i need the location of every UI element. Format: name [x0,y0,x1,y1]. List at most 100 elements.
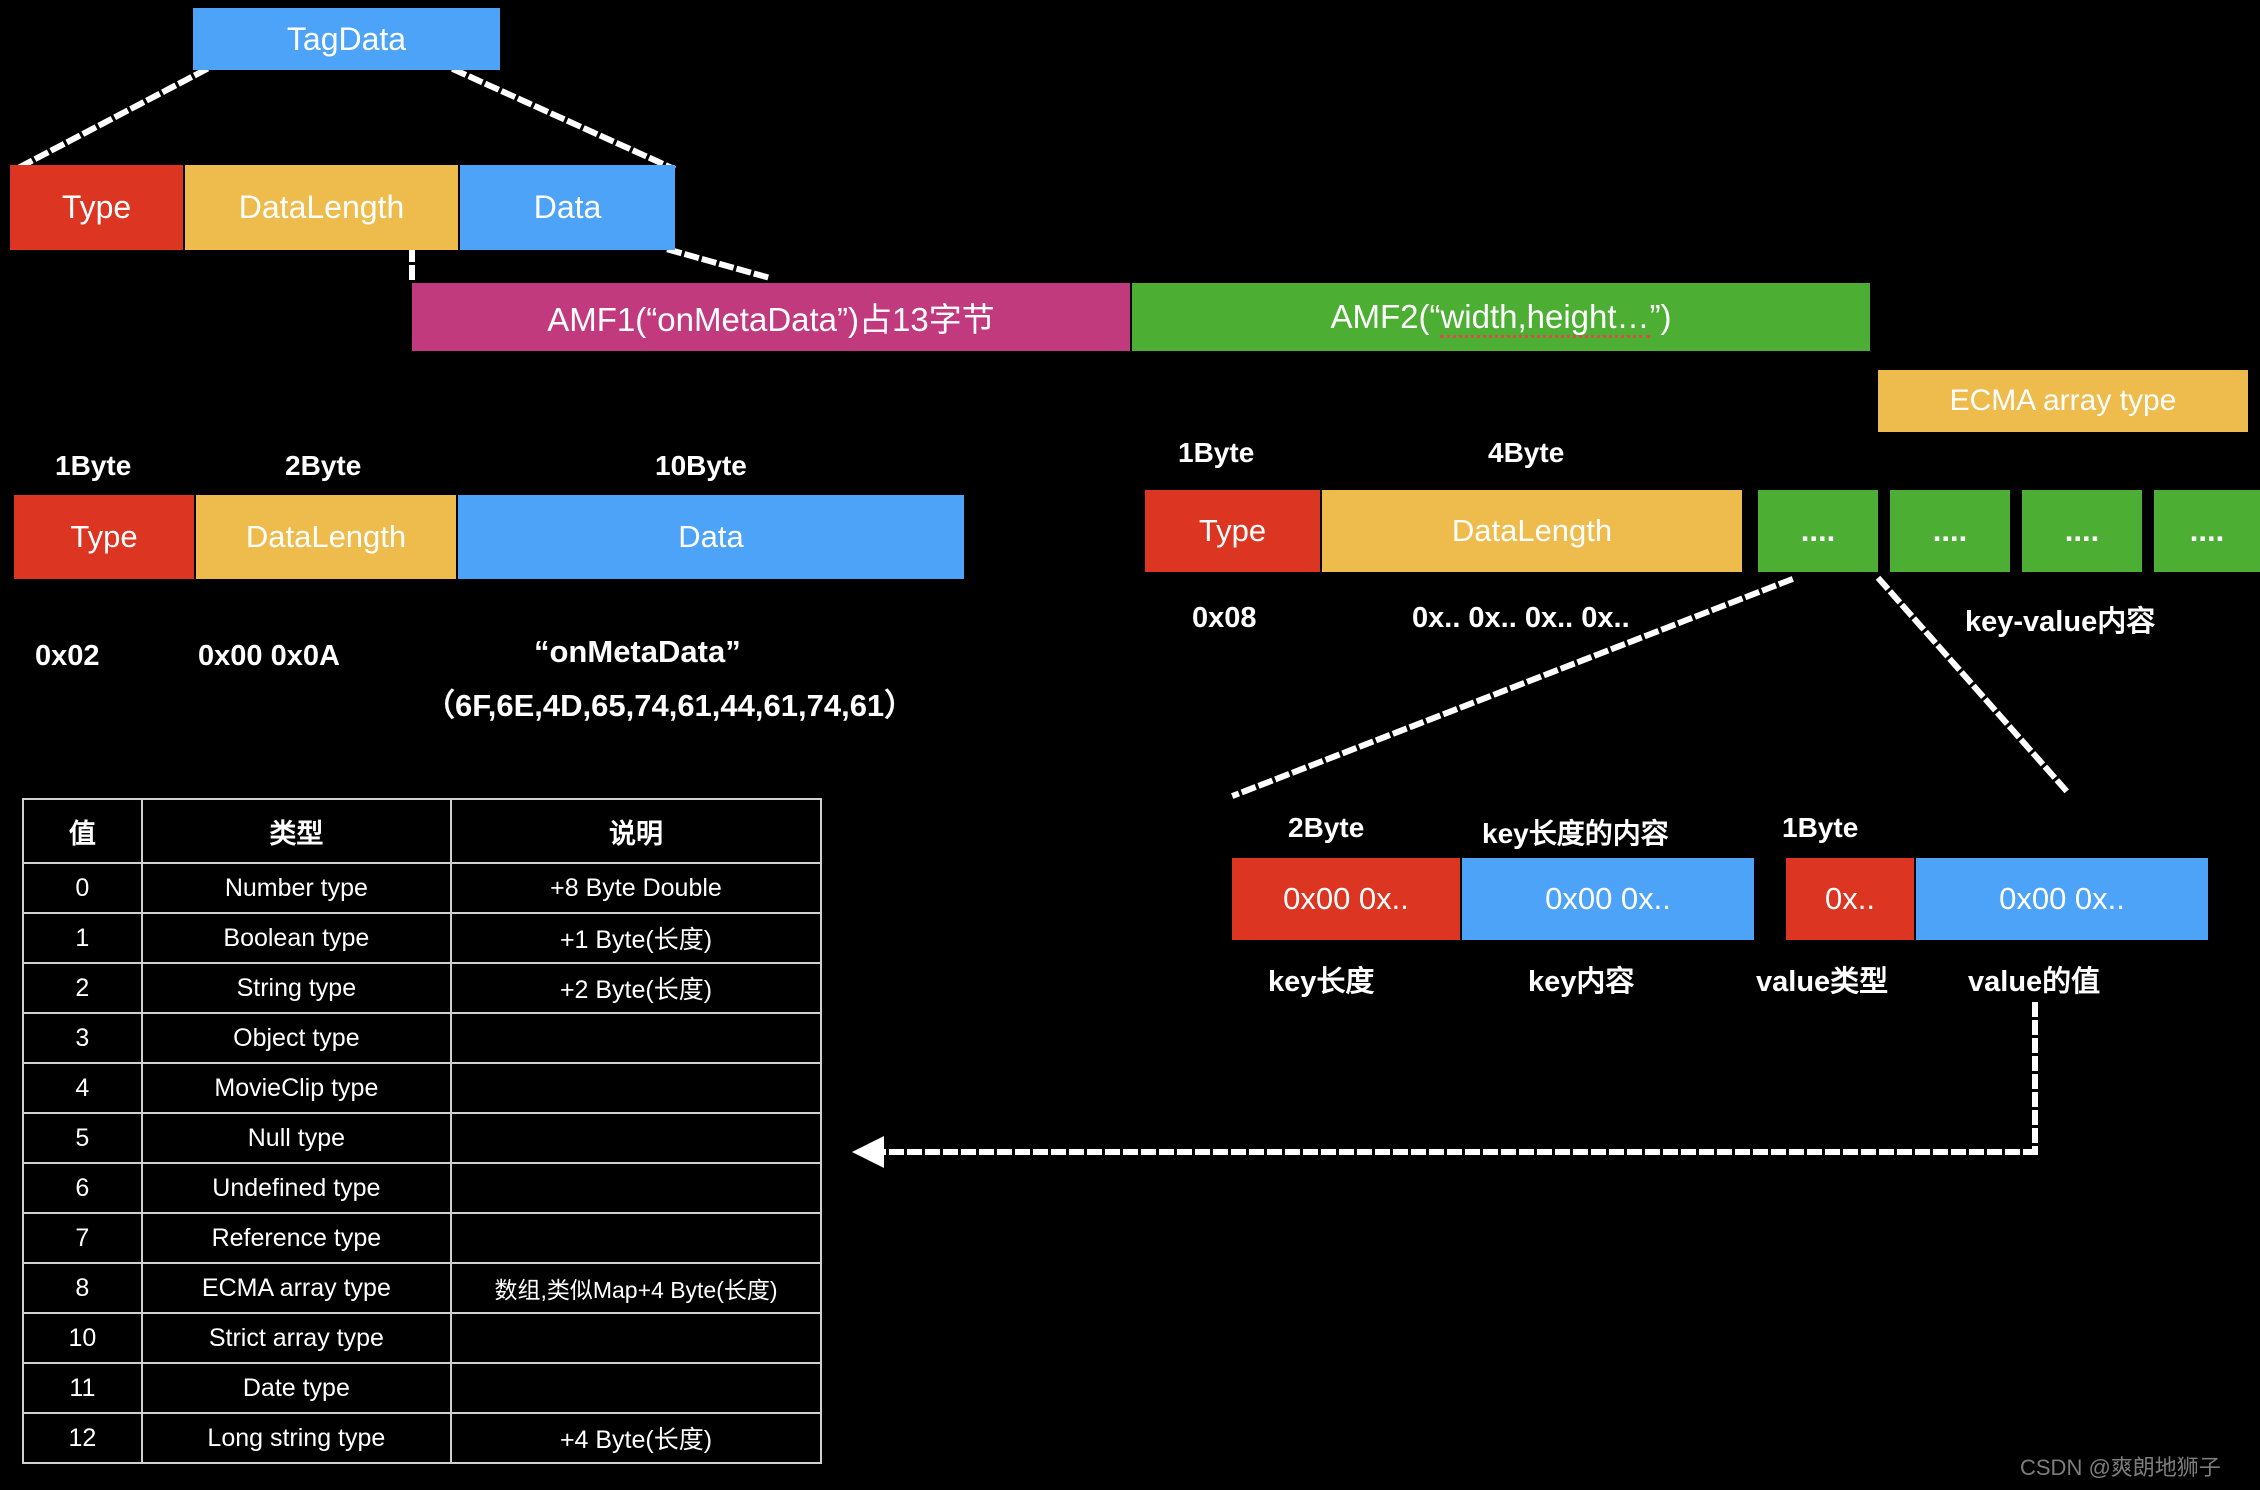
left-size-label-2byte: 2Byte [285,450,362,481]
top-row-type-label: Type [61,189,132,225]
right-hex-datalength: 0x.. 0x.. 0x.. 0x.. [1412,602,1630,634]
amf2-box: AMF2(“width,height…”) [1132,283,1870,351]
cell-type: Boolean type [140,912,453,964]
right-detail-cell-type: Type [1145,490,1320,572]
right-detail-datalength-label: DataLength [1451,513,1613,548]
cell-type: Number type [140,862,453,914]
table-header-type: 类型 [140,798,453,864]
cell-type: Undefined type [140,1162,453,1214]
cell-desc [450,1212,822,1264]
cell-desc [450,1162,822,1214]
tagdata-label: TagData [286,20,407,57]
cell-desc: +4 Byte(长度) [450,1412,822,1464]
ecma-array-type-badge: ECMA array type [1878,370,2248,432]
kv-key-content-value: 0x00 0x.. [1545,881,1671,916]
top-row-cell-type: Type [10,165,183,250]
amf1-box: AMF1(“onMetaData”)占13字节 [412,283,1130,351]
cell-value: 12 [22,1412,143,1464]
right-size-label-1byte: 1Byte [1178,437,1255,468]
left-detail-datalength-label: DataLength [245,519,407,554]
amf2-label: AMF2(“width,height…”) [1330,298,1672,338]
cell-desc: +1 Byte(长度) [450,912,822,964]
kv-bottom-label-key-length: key长度 [1268,966,1375,998]
cell-desc: +2 Byte(长度) [450,962,822,1014]
right-detail-dots-3-label: .... [2064,513,2100,548]
cell-type: String type [140,962,453,1014]
cell-value: 11 [22,1362,143,1414]
right-detail-cell-datalength: DataLength [1322,490,1742,572]
cell-value: 1 [22,912,143,964]
cell-value: 5 [22,1112,143,1164]
right-size-label-4byte: 4Byte [1488,437,1565,468]
ecma-array-type-label: ECMA array type [1949,384,2177,417]
cell-value: 10 [22,1312,143,1364]
cell-value: 0 [22,862,143,914]
kv-size-label-1byte: 1Byte [1782,812,1859,843]
cell-value: 2 [22,962,143,1014]
cell-value: 6 [22,1162,143,1214]
table-header-desc: 说明 [450,798,822,864]
cell-value: 8 [22,1262,143,1314]
left-detail-cell-type: Type [14,495,194,579]
kv-cell-value-type: 0x.. [1786,858,1914,940]
amf1-label: AMF1(“onMetaData”)占13字节 [547,301,995,338]
left-detail-data-label: Data [678,519,744,554]
cell-desc [450,1362,822,1414]
kv-value-value-value: 0x00 0x.. [1999,881,2125,916]
top-row-datalength-label: DataLength [238,189,405,225]
left-size-label-10byte: 10Byte [655,450,747,481]
cell-type: Strict array type [140,1312,453,1364]
right-kv-note: key-value内容 [1965,606,2156,638]
kv-bottom-label-key-content: key内容 [1528,966,1635,998]
top-row-cell-datalength: DataLength [185,165,458,250]
right-detail-type-label: Type [1198,513,1267,548]
cell-value: 7 [22,1212,143,1264]
right-detail-cell-dots-1: .... [1758,490,1878,572]
tagdata-box: TagData [193,8,500,70]
cell-type: Date type [140,1362,453,1414]
kv-bottom-label-value-type: value类型 [1756,966,1889,998]
amf2-prefix: AMF2(“ [1330,298,1441,335]
cell-type: Object type [140,1012,453,1064]
left-data-name: “onMetaData” [534,634,741,669]
table-header-row: 值 类型 说明 [22,798,822,864]
left-detail-cell-datalength: DataLength [196,495,456,579]
cell-type: Null type [140,1112,453,1164]
right-detail-cell-dots-4: .... [2154,490,2260,572]
left-size-label-1byte: 1Byte [55,450,132,481]
top-row-data-label: Data [533,189,602,225]
kv-size-label-2byte: 2Byte [1288,812,1365,843]
cell-value: 4 [22,1062,143,1114]
cell-desc [450,1012,822,1064]
kv-key-length-value: 0x00 0x.. [1283,881,1409,916]
right-detail-cell-dots-2: .... [1890,490,2010,572]
right-detail-dots-1-label: .... [1800,513,1836,548]
kv-keylen-content-label: key长度的内容 [1482,818,1669,849]
cell-type: ECMA array type [140,1262,453,1314]
left-detail-type-label: Type [70,519,138,554]
kv-bottom-label-value-value: value的值 [1968,966,2101,998]
cell-type: Reference type [140,1212,453,1264]
top-row-cell-data: Data [460,165,675,250]
right-hex-type: 0x08 [1192,602,1257,634]
right-detail-dots-2-label: .... [1932,513,1968,548]
amf2-suffix: ”) [1649,298,1672,335]
kv-value-type-value: 0x.. [1825,881,1875,916]
cell-desc [450,1312,822,1364]
kv-cell-key-length: 0x00 0x.. [1232,858,1460,940]
cell-value: 3 [22,1012,143,1064]
left-hex-type: 0x02 [35,640,100,672]
left-hex-datalength: 0x00 0x0A [198,640,340,672]
cell-type: MovieClip type [140,1062,453,1114]
